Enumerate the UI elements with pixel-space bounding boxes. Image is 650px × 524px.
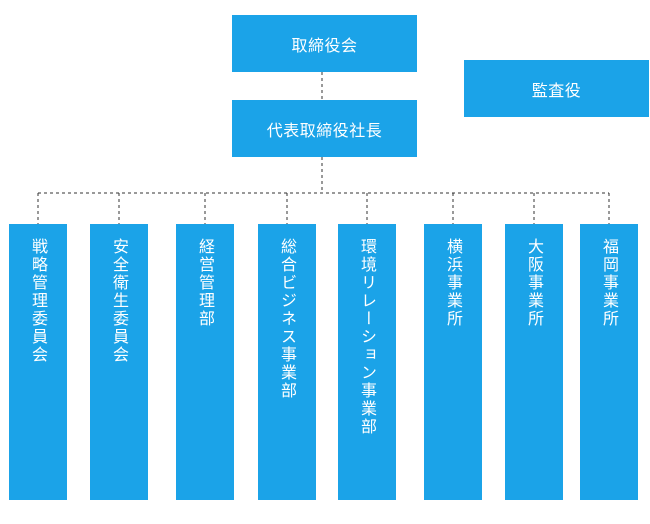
auditor-label: 監査役 <box>531 80 582 100</box>
department-label: 総合ビジネス事業部 <box>278 238 297 400</box>
board-of-directors-label: 取締役会 <box>291 35 358 55</box>
department-label: 大阪事業所 <box>525 238 544 328</box>
department-label: 経営管理部 <box>196 238 215 328</box>
department-label: 環境リレーション事業部 <box>358 238 377 436</box>
board-of-directors-box: 取締役会 <box>232 15 417 72</box>
department-box-environment-relations: 環境リレーション事業部 <box>338 224 396 500</box>
department-box-general-business: 総合ビジネス事業部 <box>258 224 316 500</box>
ceo-label: 代表取締役社長 <box>266 120 383 140</box>
department-box-fukuoka-office: 福岡事業所 <box>580 224 638 500</box>
ceo-box: 代表取締役社長 <box>232 100 417 157</box>
department-box-management: 経営管理部 <box>176 224 234 500</box>
department-label: 戦略管理委員会 <box>29 238 48 364</box>
auditor-box: 監査役 <box>464 60 649 117</box>
department-label: 横浜事業所 <box>444 238 463 328</box>
department-label: 福岡事業所 <box>600 238 619 328</box>
department-box-yokohama-office: 横浜事業所 <box>424 224 482 500</box>
department-box-strategy-committee: 戦略管理委員会 <box>9 224 67 500</box>
department-label: 安全衛生委員会 <box>110 238 129 364</box>
department-box-safety-committee: 安全衛生委員会 <box>90 224 148 500</box>
department-box-osaka-office: 大阪事業所 <box>505 224 563 500</box>
